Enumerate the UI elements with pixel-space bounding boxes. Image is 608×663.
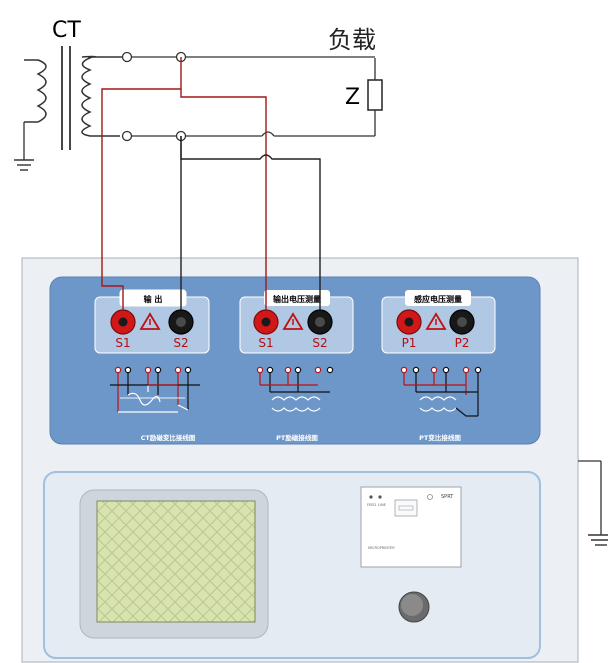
- ct-transformer: CT: [14, 18, 133, 171]
- mini-diagram-pt-ratio: PT变比接线图: [400, 366, 482, 442]
- induced-voltage-terminal-group: 感应电压测量 P1 P2: [381, 290, 496, 354]
- ground-symbol: [14, 159, 34, 171]
- terminal-label: S2: [312, 336, 327, 350]
- warning-icon: [282, 312, 304, 330]
- micro-printer: FEED LINE SPRT MICROPRINTER: [360, 486, 462, 568]
- terminal-label: S2: [173, 336, 188, 350]
- ct-secondary-coil: [81, 55, 120, 137]
- black-wire-voltage-s2: [180, 136, 321, 310]
- printer-brand: SPRT: [441, 494, 454, 500]
- terminal-label: P1: [402, 336, 417, 350]
- warning-icon: [425, 312, 447, 330]
- rotary-knob[interactable]: [398, 591, 430, 623]
- warning-icon: [139, 312, 161, 330]
- diagram-caption: PT变比接线图: [419, 433, 461, 442]
- load-block: 负载 Z: [328, 26, 383, 136]
- diagram-caption: CT励磁变比接线图: [141, 433, 196, 442]
- group-title: 感应电压测量: [414, 294, 462, 304]
- printer-model: MICROPRINTER: [368, 546, 395, 550]
- terminal-label: S1: [115, 336, 130, 350]
- load-label: 负载: [328, 26, 376, 54]
- ct-terminal-s1: [121, 51, 133, 63]
- red-wire-voltage-s1: [180, 89, 267, 310]
- ct-label: CT: [52, 18, 81, 43]
- terminal-label: P2: [455, 336, 470, 350]
- printer-button-label: LINE: [378, 503, 386, 507]
- lcd-screen: [96, 500, 256, 623]
- ct-terminal-s2: [121, 130, 133, 142]
- ct-primary-coil: [24, 59, 47, 123]
- z-label: Z: [345, 85, 360, 110]
- group-title: 输 出: [144, 294, 163, 304]
- voltage-measure-terminal-group: 输出电压测量 S1 S2: [239, 290, 354, 354]
- mini-diagram-ct: CT励磁变比接线图: [110, 366, 200, 442]
- output-terminal-group: 输 出 S1 S2: [94, 289, 210, 354]
- group-title: 输出电压测量: [273, 294, 321, 304]
- diagram-caption: PT励磁接线图: [276, 433, 318, 442]
- paper-slot: [394, 499, 418, 517]
- device-ground: [578, 460, 608, 546]
- terminal-label: S1: [258, 336, 273, 350]
- printer-button-label: FEED: [367, 503, 376, 507]
- load-impedance: [367, 79, 383, 111]
- indicator-icon: [427, 494, 433, 500]
- mini-diagram-pt-excitation: PT励磁接线图: [256, 366, 334, 442]
- red-wire-output-s1: [101, 57, 182, 310]
